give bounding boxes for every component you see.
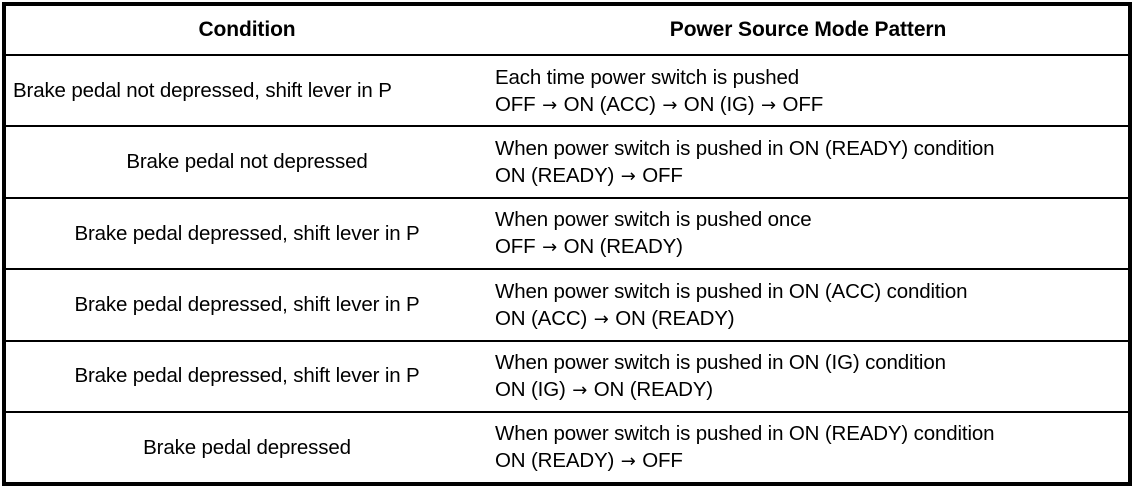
table-row: Brake pedal not depressed, shift lever i… bbox=[6, 53, 1128, 127]
pattern-line-1: Each time power switch is pushed bbox=[495, 65, 799, 89]
pattern-text: Each time power switch is pushed OFF → O… bbox=[488, 64, 1128, 118]
pattern-state: ON (IG) bbox=[495, 378, 566, 402]
pattern-line-1: When power switch is pushed in ON (READY… bbox=[495, 422, 995, 446]
pattern-line-1: When power switch is pushed in ON (READY… bbox=[495, 137, 995, 161]
cell-condition: Brake pedal depressed bbox=[6, 410, 488, 482]
arrow-icon: → bbox=[662, 94, 678, 116]
cell-pattern: When power switch is pushed once OFF → O… bbox=[488, 196, 1128, 270]
arrow-icon: → bbox=[620, 166, 636, 188]
table-row: Brake pedal depressed, shift lever in P … bbox=[6, 196, 1128, 270]
pattern-state: OFF bbox=[495, 235, 536, 259]
pattern-line-2: ON (IG) → ON (READY) bbox=[495, 376, 1125, 403]
pattern-state: ON (READY) bbox=[563, 235, 683, 259]
pattern-state: ON (READY) bbox=[615, 306, 735, 330]
table-row: Brake pedal not depressed When power swi… bbox=[6, 125, 1128, 198]
condition-text: Brake pedal not depressed bbox=[126, 150, 368, 174]
cell-pattern: When power switch is pushed in ON (IG) c… bbox=[488, 339, 1128, 412]
pattern-text: When power switch is pushed in ON (ACC) … bbox=[488, 278, 1128, 332]
cell-condition: Brake pedal depressed, shift lever in P bbox=[6, 339, 488, 412]
pattern-state: OFF bbox=[642, 449, 683, 473]
arrow-icon: → bbox=[593, 308, 609, 330]
pattern-state: ON (READY) bbox=[593, 378, 713, 402]
cell-condition: Brake pedal depressed, shift lever in P bbox=[6, 196, 488, 270]
pattern-line-1: When power switch is pushed in ON (ACC) … bbox=[495, 279, 968, 303]
condition-text: Brake pedal depressed, shift lever in P bbox=[74, 364, 420, 388]
arrow-icon: → bbox=[542, 94, 558, 116]
pattern-state: ON (READY) bbox=[495, 164, 615, 188]
pattern-line-1: When power switch is pushed once bbox=[495, 208, 812, 232]
cell-condition: Brake pedal not depressed bbox=[6, 125, 488, 198]
arrow-icon: → bbox=[620, 451, 636, 473]
pattern-line-1: When power switch is pushed in ON (IG) c… bbox=[495, 351, 946, 375]
cell-pattern: When power switch is pushed in ON (ACC) … bbox=[488, 268, 1128, 341]
pattern-line-2: ON (READY) → OFF bbox=[495, 162, 1125, 189]
pattern-state: OFF bbox=[495, 92, 536, 116]
pattern-state: ON (READY) bbox=[495, 449, 615, 473]
table-row: Brake pedal depressed When power switch … bbox=[6, 410, 1128, 482]
table-header-row: Condition Power Source Mode Pattern bbox=[6, 6, 1128, 56]
pattern-text: When power switch is pushed once OFF → O… bbox=[488, 206, 1128, 260]
condition-text: Brake pedal depressed, shift lever in P bbox=[74, 221, 420, 245]
arrow-icon: → bbox=[572, 380, 588, 402]
pattern-line-2: OFF → ON (READY) bbox=[495, 233, 1125, 260]
pattern-state: OFF bbox=[642, 164, 683, 188]
cell-pattern: When power switch is pushed in ON (READY… bbox=[488, 125, 1128, 198]
pattern-state: ON (ACC) bbox=[563, 92, 656, 116]
pattern-line-2: OFF → ON (ACC) → ON (IG) → OFF bbox=[495, 91, 1125, 118]
condition-text: Brake pedal not depressed, shift lever i… bbox=[13, 78, 392, 102]
arrow-icon: → bbox=[542, 237, 558, 259]
pattern-state: OFF bbox=[782, 92, 824, 116]
pattern-state: ON (ACC) bbox=[495, 306, 588, 330]
column-header-power-source-mode-pattern: Power Source Mode Pattern bbox=[488, 6, 1128, 56]
pattern-text: When power switch is pushed in ON (READY… bbox=[488, 420, 1128, 474]
condition-text: Brake pedal depressed bbox=[143, 435, 351, 459]
column-header-condition-label: Condition bbox=[198, 18, 296, 42]
pattern-line-2: ON (ACC) → ON (READY) bbox=[495, 305, 1125, 332]
table-row: Brake pedal depressed, shift lever in P … bbox=[6, 268, 1128, 341]
pattern-line-2: ON (READY) → OFF bbox=[495, 447, 1125, 474]
power-source-mode-table: Condition Power Source Mode Pattern Brak… bbox=[6, 6, 1128, 482]
column-header-condition: Condition bbox=[6, 6, 488, 56]
cell-condition: Brake pedal depressed, shift lever in P bbox=[6, 268, 488, 341]
pattern-text: When power switch is pushed in ON (IG) c… bbox=[488, 349, 1128, 403]
table-row: Brake pedal depressed, shift lever in P … bbox=[6, 339, 1128, 412]
pattern-text: When power switch is pushed in ON (READY… bbox=[488, 135, 1128, 189]
pattern-state: ON (IG) bbox=[683, 92, 755, 116]
cell-condition: Brake pedal not depressed, shift lever i… bbox=[6, 53, 488, 127]
condition-text: Brake pedal depressed, shift lever in P bbox=[74, 293, 420, 316]
arrow-icon: → bbox=[761, 94, 776, 116]
column-header-pattern-label: Power Source Mode Pattern bbox=[669, 18, 947, 42]
cell-pattern: When power switch is pushed in ON (READY… bbox=[488, 410, 1128, 482]
cell-pattern: Each time power switch is pushed OFF → O… bbox=[488, 53, 1128, 127]
